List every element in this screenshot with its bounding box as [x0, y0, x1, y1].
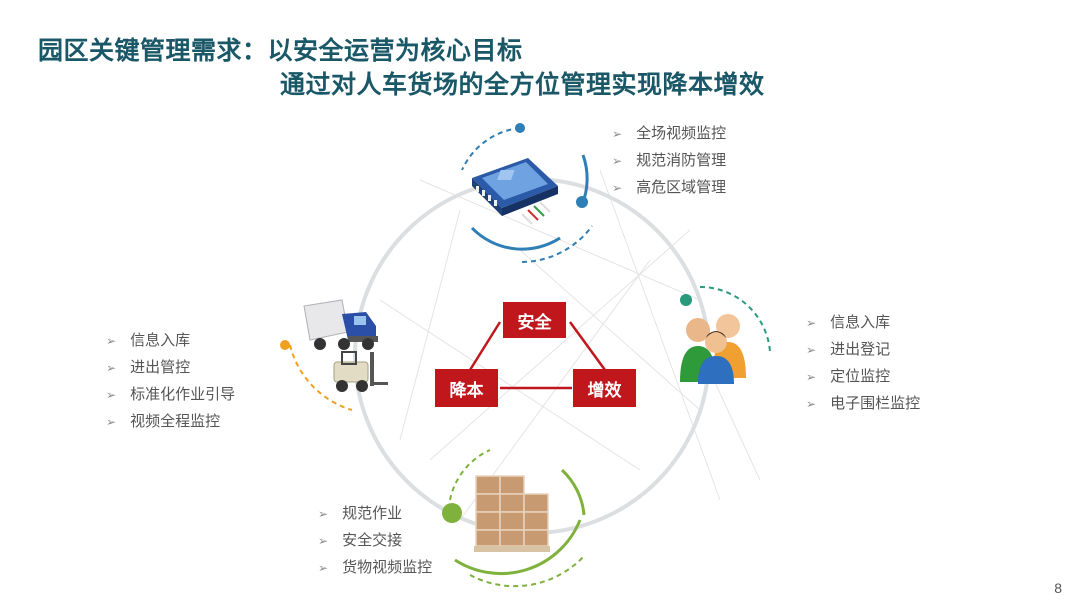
list-item: ➢信息入库 [106, 327, 235, 354]
left-node-dot [280, 340, 290, 350]
list-item: ➢信息入库 [806, 309, 920, 336]
top-node-list: ➢全场视频监控 ➢规范消防管理 ➢高危区域管理 [612, 120, 726, 201]
list-item: ➢高危区域管理 [612, 174, 726, 201]
top-node-dot-1 [515, 123, 525, 133]
list-item: ➢标准化作业引导 [106, 381, 235, 408]
list-item: ➢规范消防管理 [612, 147, 726, 174]
right-node-list: ➢信息入库 ➢进出登记 ➢定位监控 ➢电子围栏监控 [806, 309, 920, 417]
arrow-bullet-icon: ➢ [106, 388, 116, 402]
arrow-bullet-icon: ➢ [806, 397, 816, 411]
top-arc-bottom-dashed [522, 226, 592, 262]
arrow-bullet-icon: ➢ [106, 361, 116, 375]
arrow-bullet-icon: ➢ [612, 154, 622, 168]
arrow-bullet-icon: ➢ [106, 334, 116, 348]
arrow-bullet-icon: ➢ [612, 181, 622, 195]
arrow-bullet-icon: ➢ [318, 507, 328, 521]
right-node-dot [680, 294, 692, 306]
bottom-arc-right [562, 470, 584, 515]
arrow-bullet-icon: ➢ [806, 370, 816, 384]
top-arc-bottom [472, 228, 560, 249]
list-item: ➢进出登记 [806, 336, 920, 363]
server-device-icon [468, 150, 560, 230]
list-item: ➢规范作业 [318, 500, 432, 527]
list-item: ➢电子围栏监控 [806, 390, 920, 417]
list-item: ➢进出管控 [106, 354, 235, 381]
people-group-icon [676, 308, 754, 384]
center-box-efficiency: 增效 [573, 369, 636, 407]
truck-forklift-icon [298, 296, 390, 400]
cargo-pallet-icon [470, 470, 556, 556]
center-box-cost-reduction: 降本 [435, 369, 498, 407]
page-number: 8 [1054, 580, 1062, 596]
list-item: ➢定位监控 [806, 363, 920, 390]
top-node-dot-2 [576, 196, 588, 208]
arrow-bullet-icon: ➢ [612, 127, 622, 141]
bottom-node-list: ➢规范作业 ➢安全交接 ➢货物视频监控 [318, 500, 432, 581]
left-node-list: ➢信息入库 ➢进出管控 ➢标准化作业引导 ➢视频全程监控 [106, 327, 235, 435]
arrow-bullet-icon: ➢ [806, 343, 816, 357]
list-item: ➢视频全程监控 [106, 408, 235, 435]
list-item: ➢货物视频监控 [318, 554, 432, 581]
center-box-safety: 安全 [503, 302, 566, 338]
arrow-bullet-icon: ➢ [106, 415, 116, 429]
arrow-bullet-icon: ➢ [318, 534, 328, 548]
bottom-node-dot [442, 503, 462, 523]
list-item: ➢全场视频监控 [612, 120, 726, 147]
arrow-bullet-icon: ➢ [806, 316, 816, 330]
arrow-bullet-icon: ➢ [318, 561, 328, 575]
list-item: ➢安全交接 [318, 527, 432, 554]
